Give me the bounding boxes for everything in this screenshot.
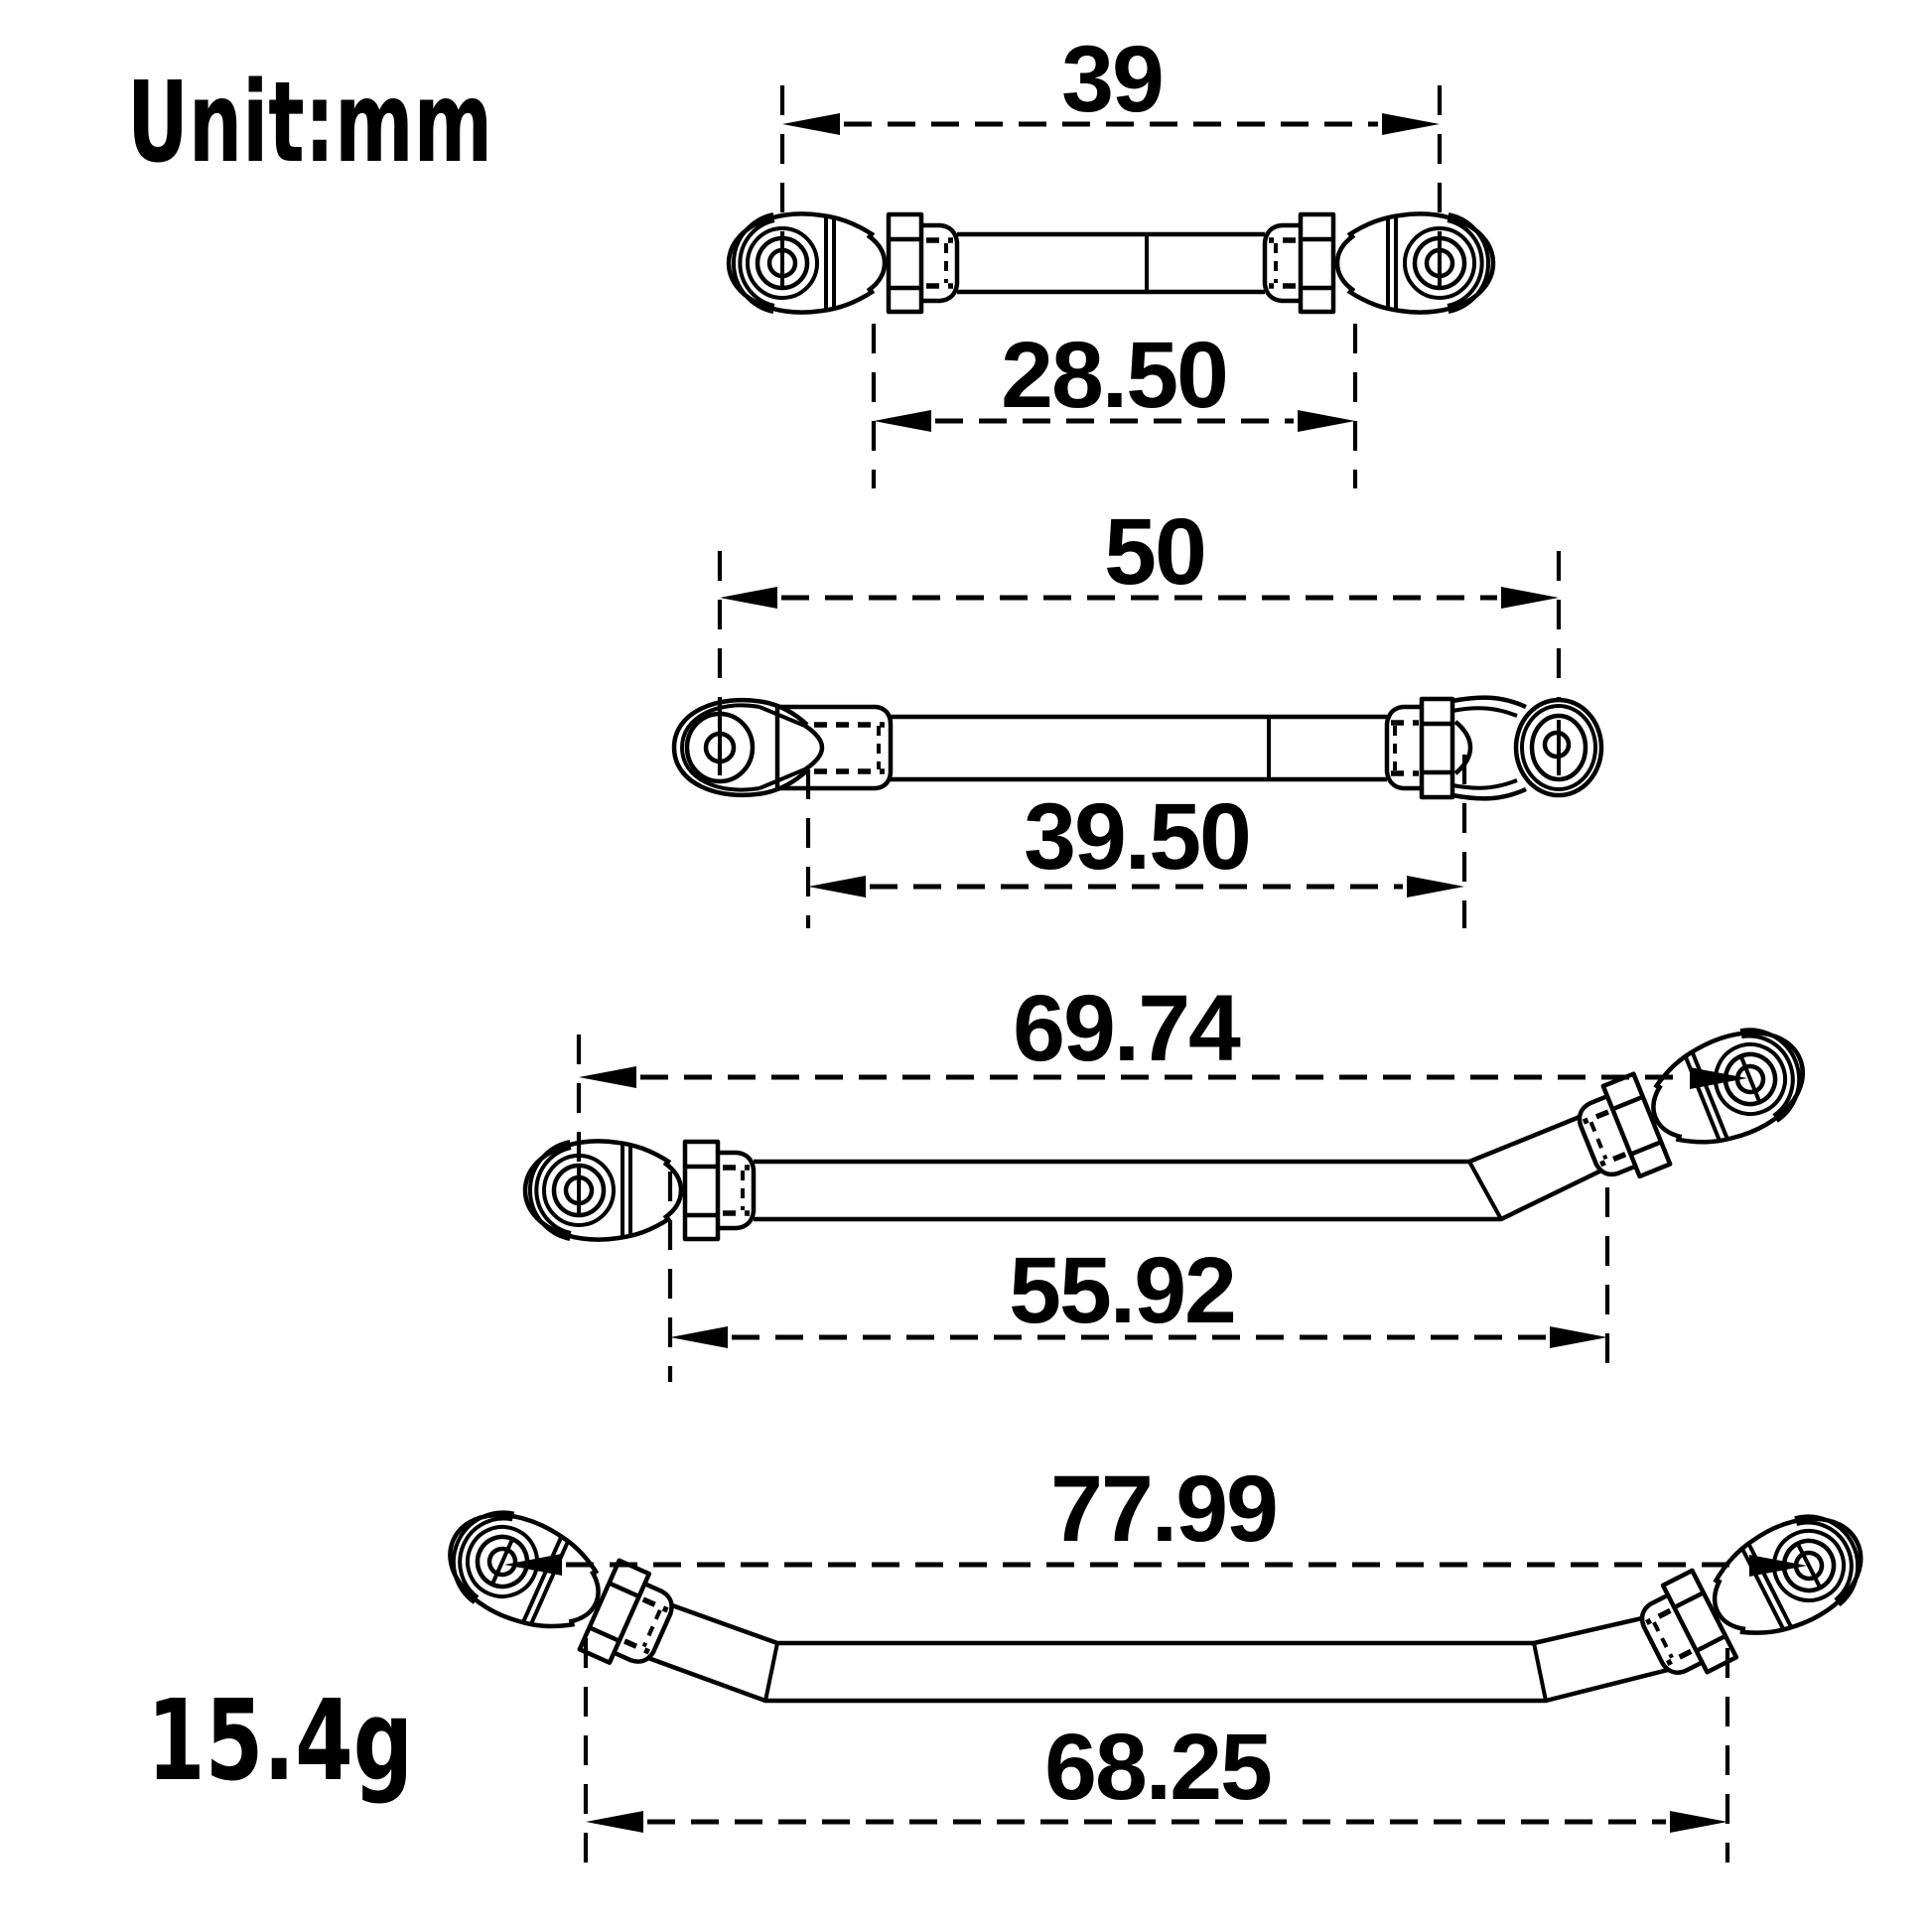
arrowhead-left-icon (782, 113, 840, 135)
dimension-label: 50 (1104, 499, 1205, 605)
clamp (1419, 696, 1455, 800)
shaft (957, 231, 1265, 295)
rod-end-left (729, 213, 957, 312)
dimension-label: 55.92 (1009, 1238, 1235, 1343)
arrowhead-left-icon (874, 410, 931, 432)
rod-end-right (1452, 698, 1601, 799)
arrowhead-left-icon (504, 1554, 562, 1576)
dimension-inner-link-2: 39.50 (805, 755, 1467, 928)
rod-end-left (433, 1495, 681, 1678)
rod-end-right (1265, 213, 1493, 312)
arrowhead-left-icon (579, 1066, 636, 1088)
dimension-label: 77.99 (1050, 1456, 1277, 1562)
dimension-outer-link-2: 50 (717, 499, 1562, 794)
arrowhead-right-icon (1670, 1811, 1727, 1833)
dimension-outer-link-4: 77.99 (504, 1456, 1807, 1577)
arrowhead-right-icon (1749, 1555, 1807, 1577)
link-rod-2 (674, 698, 1601, 799)
unit-label: Unit:mm (127, 59, 492, 188)
rod-end-right (1570, 1014, 1818, 1190)
rod-end-left (525, 1141, 754, 1239)
dimension-label: 28.50 (1001, 323, 1227, 428)
arrowhead-right-icon (1382, 113, 1440, 135)
dimension-inner-link-4: 68.25 (583, 1638, 1730, 1863)
weight-label: 15.4g (147, 1677, 413, 1806)
rod-end-right (1631, 1497, 1879, 1689)
arrowhead-left-icon (586, 1811, 643, 1833)
rod-end-left (674, 700, 891, 795)
arrowhead-left-icon (720, 587, 777, 609)
dimension-label: 69.74 (1013, 976, 1241, 1081)
dimension-inner-link-1: 28.50 (871, 323, 1358, 488)
arrowhead-right-icon (1690, 1067, 1747, 1089)
link-rod-4 (433, 1495, 1879, 1704)
dimension-outer-link-1: 39 (779, 27, 1443, 236)
dimension-inner-link-3: 55.92 (667, 1172, 1610, 1382)
tube-end (1384, 704, 1422, 791)
shaft (891, 714, 1387, 782)
arrowhead-left-icon (670, 1326, 728, 1348)
dimension-label: 39 (1061, 27, 1163, 132)
bar (647, 1602, 1669, 1704)
dimension-label: 39.50 (1024, 784, 1250, 890)
arrowhead-right-icon (1550, 1326, 1607, 1348)
arrowhead-right-icon (1407, 876, 1464, 897)
link-rod-1 (729, 213, 1493, 312)
bar (754, 1114, 1602, 1222)
dimension-label: 68.25 (1044, 1715, 1271, 1820)
link-rod-3 (525, 1014, 1819, 1240)
arrowhead-right-icon (1501, 587, 1559, 609)
arrowhead-right-icon (1298, 410, 1355, 432)
arrowhead-left-icon (808, 876, 866, 897)
dimension-outer-link-3: 69.74 (576, 976, 1747, 1183)
